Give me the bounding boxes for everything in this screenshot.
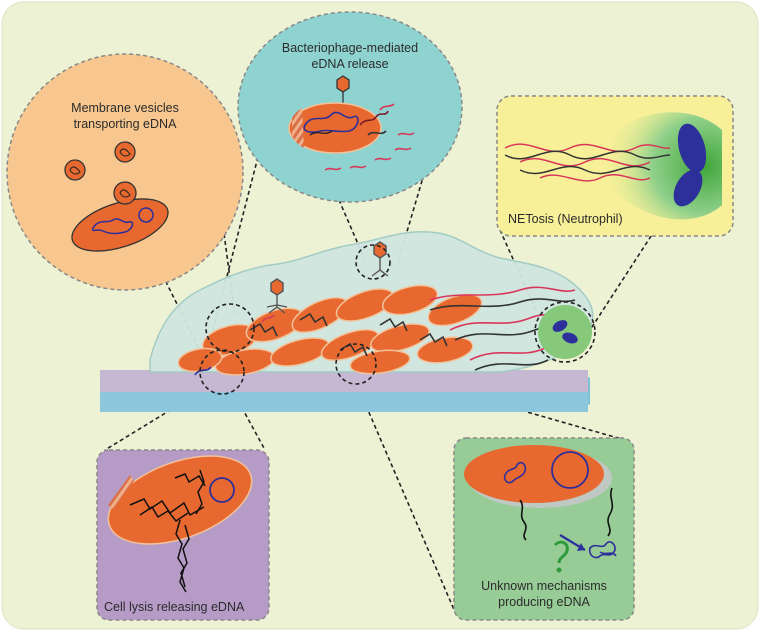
bacterial-cell-icon [464,445,612,508]
bacterial-cell-icon [107,455,253,545]
bacteriophage-label-2: eDNA release [311,57,388,71]
bacterial-cell-icon [71,181,169,252]
unknown-mechanisms-label-2: producing eDNA [498,595,590,609]
vesicle-icon [64,141,136,181]
bacteriophage-icon [266,241,389,314]
dna-strand-icon [504,143,671,182]
biofilm-cells [177,284,483,376]
membrane-vesicles-label-2: transporting eDNA [74,117,177,131]
focus-circles [199,244,596,395]
neutrophil-icon [538,305,592,359]
netosis-label: NETosis (Neutrophil) [508,212,623,226]
neutrophil-icon [673,123,707,207]
unknown-mechanisms-panel: Unknown mechanisms producing eDNA [453,437,635,621]
netosis-panel: NETosis (Neutrophil) [496,95,734,237]
dna-strand-icon [519,487,617,559]
membrane-vesicles-label-1: Membrane vesicles [71,101,179,115]
membrane-vesicles-panel: Membrane vesicles transporting eDNA [6,53,244,291]
dna-strand-icon [324,103,415,171]
question-arrow-icon [553,534,586,573]
dna-strand-icon [129,469,206,593]
surface-slab [100,370,590,412]
cell-lysis-panel: Cell lysis releasing eDNA [96,449,270,621]
bacteriophage-label-1: Bacteriophage-mediated [282,41,418,55]
cell-lysis-label: Cell lysis releasing eDNA [104,600,245,614]
bacterial-cell-icon [288,102,382,154]
bacteriophage-panel: Bacteriophage-mediated eDNA release [237,11,463,203]
unknown-mechanisms-label-1: Unknown mechanisms [481,579,607,593]
